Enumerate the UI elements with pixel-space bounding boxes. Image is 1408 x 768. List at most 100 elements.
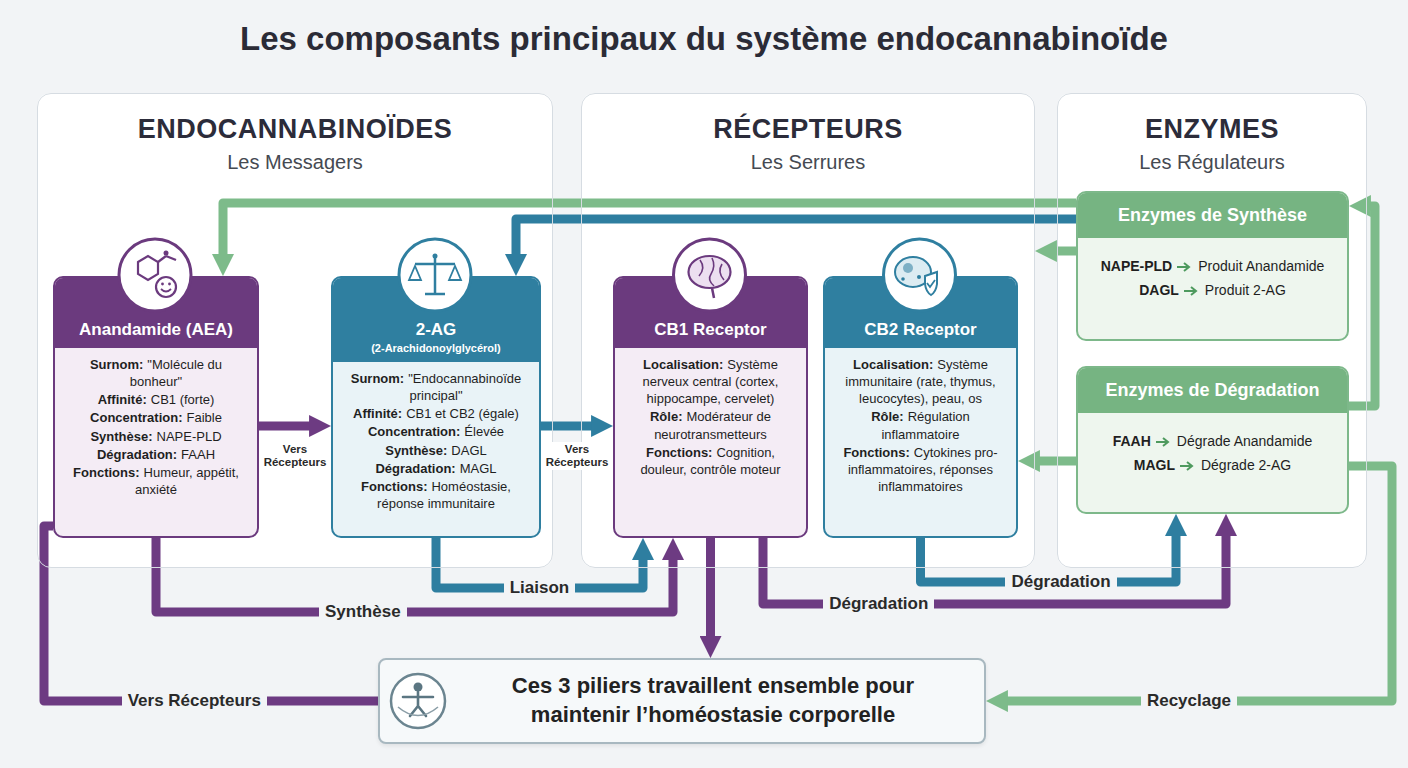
- small-arrow: [1183, 285, 1201, 297]
- property-row: Fonctions:Humeur, appétit, anxiété: [65, 464, 247, 498]
- edge-label: Liaison: [504, 577, 576, 599]
- property-row: Concentration:Faible: [65, 409, 247, 426]
- enzyme-name: FAAH: [1113, 433, 1151, 449]
- group-panel: ENZYMESLes RégulateursEnzymes de Synthès…: [1057, 93, 1367, 568]
- property-value: MAGL: [460, 461, 497, 476]
- connector: [44, 526, 378, 701]
- card-title: Anandamide (AEA): [61, 320, 251, 340]
- property-key: Fonctions:: [361, 479, 427, 494]
- property-key: Localisation:: [643, 357, 723, 372]
- property-key: Surnom:: [351, 371, 404, 386]
- property-key: Dégradation:: [97, 447, 177, 462]
- panel-subtitle: Les Messagers: [38, 151, 552, 174]
- edge-label: Synthèse: [319, 601, 407, 623]
- connector: [516, 219, 1076, 262]
- connector: [763, 528, 1226, 604]
- enzyme-name: NAPE-PLD: [1101, 258, 1173, 274]
- property-row: Synthèse: DAGL: [343, 442, 529, 459]
- property-row: Localisation:Système nerveux central (co…: [625, 356, 796, 407]
- panel-ground: [581, 93, 1035, 568]
- property-key: Rôle:: [650, 409, 683, 424]
- panel-heading: ENDOCANNABINOÏDES: [38, 114, 552, 145]
- card-header: CB2 Receptor: [825, 278, 1016, 348]
- edge-label: Dégradation: [823, 593, 934, 615]
- enzyme-box: Enzymes de DégradationFAAH Dégrade Ananda…: [1076, 366, 1349, 514]
- enzyme-body: NAPE-PLD Produit AnandamideDAGL Produit 2-…: [1078, 238, 1347, 318]
- enzyme-row: DAGL Produit 2-AG: [1092, 282, 1333, 298]
- edge-label: Vers Récepteurs: [122, 690, 267, 712]
- card-header: 2-AG(2-Arachidonoylglycérol): [333, 278, 539, 362]
- card-body: Localisation:Système immunitaire (rate, …: [825, 348, 1016, 504]
- enzyme-name: DAGL: [1139, 282, 1179, 298]
- property-row: Fonctions:Cognition, douleur, contrôle m…: [625, 444, 796, 478]
- panel-subtitle: Les Régulateurs: [1058, 151, 1366, 174]
- component-card: 2-AG(2-Arachidonoylglycérol) Surnom: "Endo…: [331, 276, 541, 538]
- panel-subtitle: Les Serrures: [582, 151, 1034, 174]
- enzyme-row: FAAH Dégrade Anandamide: [1092, 433, 1333, 449]
- connector: [259, 422, 317, 431]
- connector: [1349, 206, 1375, 406]
- property-key: Synthèse:: [385, 443, 447, 458]
- card-title: CB2 Receptor: [831, 320, 1010, 340]
- property-key: Affinité:: [353, 406, 402, 421]
- small-arrow: [1155, 436, 1173, 448]
- connector: [1049, 247, 1076, 256]
- card-body: Localisation:Système nerveux central (co…: [615, 348, 806, 487]
- property-row: Surnom:"Molécule du bonheur": [65, 356, 247, 390]
- panel-ground: [37, 93, 553, 568]
- property-value: FAAH: [181, 447, 215, 462]
- property-value: "Molécule du bonheur": [130, 357, 222, 389]
- enzyme-product: Dégrade Anandamide: [1177, 433, 1312, 449]
- property-key: Dégradation:: [375, 461, 455, 476]
- property-value: CB1 (forte): [151, 392, 215, 407]
- property-value: NAPE-PLD: [157, 429, 222, 444]
- component-card: CB2 ReceptorLocalisation:Système immunit…: [823, 276, 1018, 538]
- property-value: DAGL: [451, 443, 486, 458]
- component-card: Anandamide (AEA) Surnom:"Molécule du bonh…: [53, 276, 259, 538]
- group-panel: RÉCEPTEURS Les SerruresCB1 ReceptorLocali…: [581, 93, 1035, 568]
- connector: [436, 538, 643, 588]
- enzyme-heading: Enzymes de Synthèse: [1078, 193, 1347, 238]
- property-key: Localisation:: [853, 357, 933, 372]
- property-row: Concentration:Élevée: [343, 423, 529, 440]
- property-row: Rôle:Régulation inflammatoire: [835, 408, 1006, 442]
- enzyme-body: FAAH Dégrade AnandamideMAGL Dégrade 2-AG: [1078, 413, 1347, 493]
- property-row: Affinité: CB1 (forte): [65, 391, 247, 408]
- connector: [223, 203, 1076, 262]
- component-card: CB1 ReceptorLocalisation:Système nerveux…: [613, 276, 808, 538]
- property-key: Concentration:: [90, 410, 182, 425]
- card-body: Surnom: "Endocannabinoïde principal" Affin…: [333, 362, 539, 521]
- property-row: Synthèse: NAPE-PLD: [65, 428, 247, 445]
- enzyme-product: Produit 2-AG: [1205, 282, 1286, 298]
- summary-text-holder: Ces 3 piliers travaillent ensemble pour …: [460, 672, 966, 729]
- property-key: Synthèse:: [90, 429, 152, 444]
- card-header: CB1 Receptor: [615, 278, 806, 348]
- molecule-icon: [119, 239, 191, 311]
- connector: [156, 538, 673, 612]
- card-header: Anandamide (AEA): [55, 278, 257, 348]
- property-row: Fonctions:Homéostasie, réponse immunitai…: [343, 478, 529, 512]
- property-row: Fonctions:Cytokines pro-inflammatoires, …: [835, 444, 1006, 495]
- connector: [1032, 457, 1076, 466]
- property-row: Rôle:Modérateur de neurotransmetteurs: [625, 408, 796, 442]
- enzyme-row: NAPE-PLD Produit Anandamide: [1092, 258, 1333, 274]
- summary-box: Ces 3 piliers travaillent ensemble pour …: [378, 658, 986, 744]
- card-body: Surnom:"Molécule du bonheur" Affinité: CB1…: [55, 348, 257, 507]
- property-value: "Endocannabinoïde principal": [408, 371, 521, 403]
- balance-person-icon: [391, 674, 445, 728]
- panel-heading: RÉCEPTEURS: [582, 114, 1034, 145]
- edge-label: Recyclage: [1141, 690, 1237, 712]
- balance-icon: [399, 239, 471, 311]
- cell-shield-icon: [884, 239, 956, 311]
- enzyme-product: Produit Anandamide: [1198, 258, 1324, 274]
- enzyme-heading: Enzymes de Dégradation: [1078, 368, 1347, 413]
- diagram-title: Les composants principaux du système end…: [0, 20, 1408, 58]
- enzyme-product: Dégrade 2-AG: [1201, 457, 1291, 473]
- property-row: Dégradation: MAGL: [343, 460, 529, 477]
- brain-icon: [674, 239, 746, 311]
- property-row: Affinité:CB1 et CB2 (égale): [343, 405, 529, 422]
- enzyme-name: MAGL: [1134, 457, 1175, 473]
- enzyme-row: MAGL Dégrade 2-AG: [1092, 457, 1333, 473]
- property-key: Affinité:: [98, 392, 147, 407]
